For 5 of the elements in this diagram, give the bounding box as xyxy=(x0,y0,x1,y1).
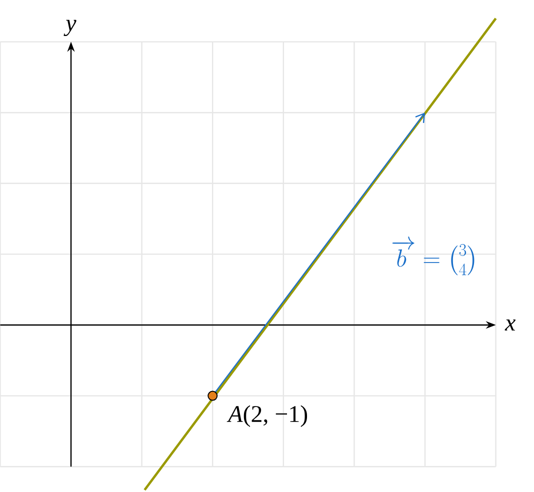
point-label: A(2, −1) xyxy=(226,405,308,427)
axis-label: y xyxy=(64,20,76,36)
axis-label: x xyxy=(504,320,516,330)
point xyxy=(208,390,218,401)
vector-label: $\overrightarrow{b\,} = \binom{3}{4}$ xyxy=(392,236,474,276)
